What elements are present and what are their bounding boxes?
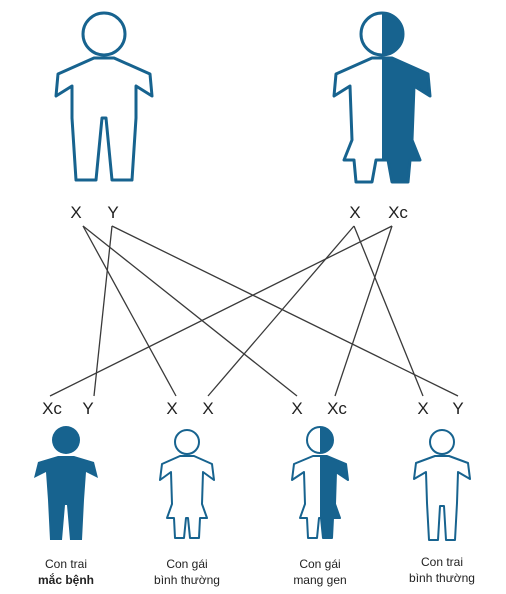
- normal-daughter-figure: [159, 429, 215, 539]
- child-2-allele-2: X: [202, 399, 213, 418]
- mother-allele-2: Xc: [388, 203, 408, 222]
- cross-line: [82, 225, 298, 397]
- cross-line: [353, 225, 424, 397]
- father-allele-1: X: [70, 203, 81, 222]
- carrier-daughter-figure: [291, 426, 349, 539]
- child-1-allele-1: Xc: [42, 399, 62, 418]
- father-allele-2: Y: [107, 203, 118, 222]
- caption-child-2-line-2: bình thường: [154, 573, 220, 587]
- child-2-allele-1: X: [166, 399, 177, 418]
- cross-line: [82, 225, 177, 397]
- caption-child-1-line-1: Con trai: [45, 557, 87, 571]
- cross-line: [334, 225, 393, 397]
- caption-child-3-line-1: Con gái: [299, 557, 340, 571]
- caption-child-2-line-1: Con gái: [166, 557, 207, 571]
- mother-figure: [332, 11, 432, 184]
- child-3-allele-1: X: [291, 399, 302, 418]
- child-3-allele-2: Xc: [327, 399, 347, 418]
- caption-child-1-line-2: mắc bệnh: [38, 572, 94, 587]
- caption-child-3-line-2: mang gen: [293, 573, 346, 587]
- normal-son-figure: [413, 429, 471, 541]
- cross-line: [93, 225, 113, 397]
- child-4-allele-1: X: [417, 399, 428, 418]
- child-4-allele-2: Y: [452, 399, 463, 418]
- cross-line: [49, 225, 393, 397]
- caption-child-4-line-1: Con trai: [421, 555, 463, 569]
- father-figure: [54, 11, 154, 182]
- cross-line: [207, 225, 355, 397]
- child-1-allele-2: Y: [82, 399, 93, 418]
- affected-son-figure: [34, 426, 98, 540]
- cross-line: [111, 225, 459, 397]
- cross-lines: [49, 225, 459, 397]
- mother-allele-1: X: [349, 203, 360, 222]
- caption-child-4-line-2: bình thường: [409, 571, 475, 585]
